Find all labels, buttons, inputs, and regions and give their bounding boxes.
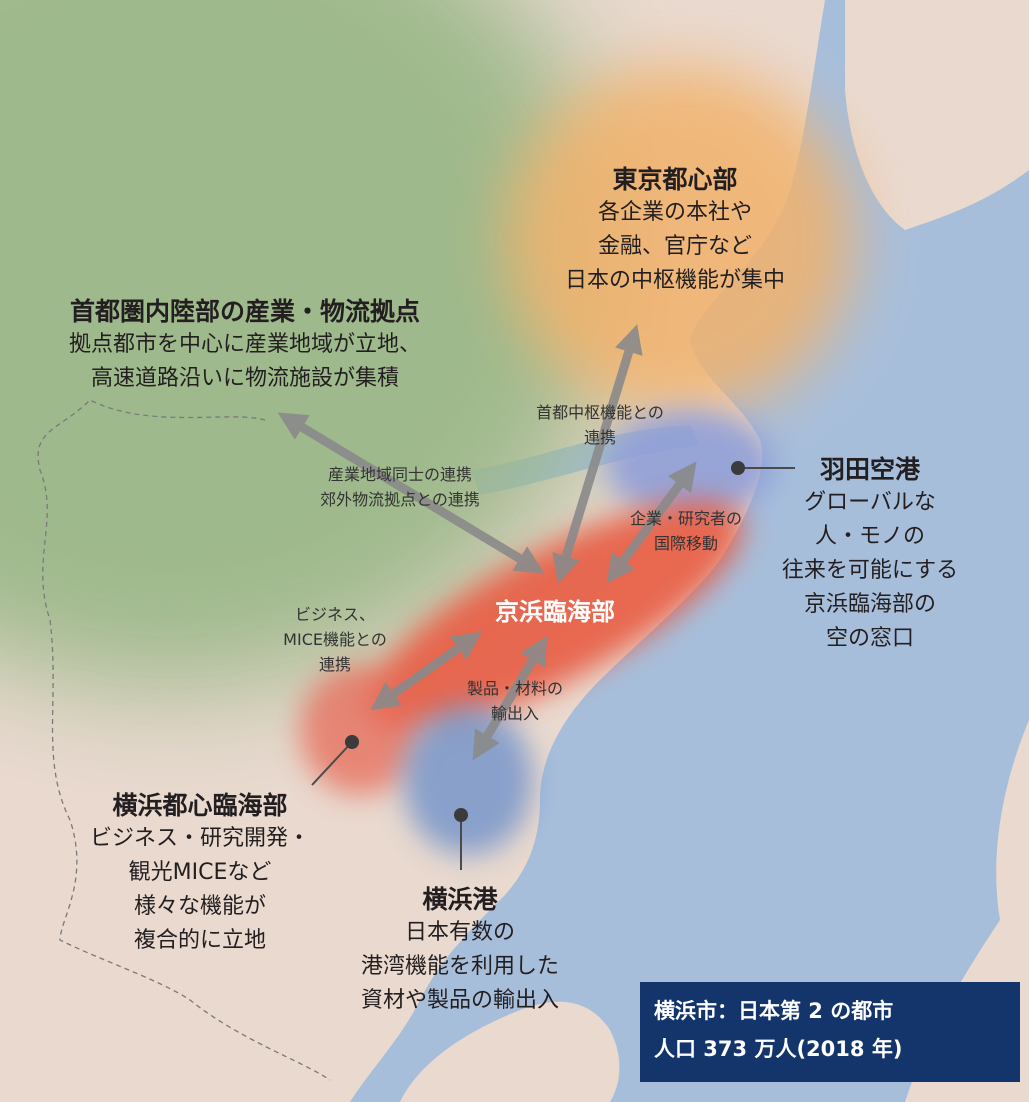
keihin-title: 京浜臨海部 <box>495 598 615 626</box>
yokohama-port-glow <box>403 705 533 855</box>
land-northeast <box>845 0 1029 230</box>
arrow-tokyo <box>552 324 643 584</box>
land-peninsula-tip <box>400 1001 620 1102</box>
yokohama-center-desc-1: ビジネス・研究開発・ <box>89 826 310 851</box>
yokohama-port-label: 横浜港 日本有数の 港湾機能を利用した 資材や製品の輸出入 <box>320 884 600 1018</box>
yokohama-port-desc-1: 日本有数の <box>404 920 515 945</box>
inland-title: 首都圏内陸部の産業・物流拠点 <box>69 297 420 326</box>
inland-connection-line-1: 産業地域同士の連携 <box>327 465 472 484</box>
yokohama-port-connection-line-1: 製品・材料の <box>466 679 563 698</box>
haneda-desc-5: 空の窓口 <box>825 626 914 651</box>
city-info-box: 横浜市：日本第 2 の都市 人口 373 万人(2018 年) <box>640 982 1020 1082</box>
city-boundary <box>37 399 331 1081</box>
city-info-line-2: 人口 373 万人(2018 年) <box>654 1037 903 1061</box>
yokohama-center-desc-4: 複合的に立地 <box>133 928 266 953</box>
inland-label: 首都圏内陸部の産業・物流拠点 拠点都市を中心に産業地域が立地、 高速道路沿いに物… <box>10 296 480 396</box>
yokohama-center-title: 横浜都心臨海部 <box>112 791 288 820</box>
tokyo-connection-line-1: 首都中枢機能との <box>536 403 664 422</box>
city-info-line-1: 横浜市：日本第 2 の都市 <box>654 999 894 1023</box>
arrow-inland <box>277 412 545 574</box>
haneda-desc-2: 人・モノの <box>814 524 925 549</box>
yokohama-port-connection-line-2: 輸出入 <box>490 704 539 723</box>
yokohama-port-desc-2: 港湾機能を利用した <box>360 954 559 979</box>
haneda-label: 羽田空港 グローバルな 人・モノの 往来を可能にする 京浜臨海部の 空の窓口 <box>770 454 970 656</box>
yokohama-port-desc-3: 資材や製品の輸出入 <box>360 988 559 1013</box>
haneda-connection-line-1: 企業・研究者の <box>629 509 742 528</box>
haneda-connection-label: 企業・研究者の 国際移動 <box>596 506 776 556</box>
inland-connection-label: 産業地域同士の連携 郊外物流拠点との連携 <box>280 462 520 512</box>
haneda-desc-1: グローバルな <box>804 490 936 515</box>
haneda-desc-4: 京浜臨海部の <box>803 592 936 617</box>
yokohama-port-title: 横浜港 <box>422 885 498 914</box>
arrow-haneda <box>606 461 697 584</box>
haneda-dot <box>731 461 745 475</box>
yokohama-center-desc-2: 観光MICEなど <box>128 860 272 885</box>
haneda-connection-line-2: 国際移動 <box>653 534 718 553</box>
haneda-title: 羽田空港 <box>819 455 920 484</box>
yokohama-center-connection-line-3: 連携 <box>318 655 351 674</box>
inland-connection-line-2: 郊外物流拠点との連携 <box>320 490 480 509</box>
tokyo-connection-line-2: 連携 <box>583 428 616 447</box>
tokyo-desc-3: 日本の中枢機能が集中 <box>564 268 785 293</box>
yokohama-center-connection-label: ビジネス、 MICE機能との 連携 <box>255 602 415 677</box>
yokohama-center-label: 横浜都心臨海部 ビジネス・研究開発・ 観光MICEなど 様々な機能が 複合的に立… <box>50 790 350 958</box>
arrow-yokohama-port <box>472 635 548 761</box>
inland-desc-2: 高速道路沿いに物流施設が集積 <box>90 366 399 391</box>
yokohama-center-leader <box>311 741 353 786</box>
tokyo-desc-1: 各企業の本社や <box>597 200 752 225</box>
yokohama-center-dot <box>345 735 359 749</box>
arrow-yokohama-center <box>370 631 482 711</box>
yokohama-port-connection-label: 製品・材料の 輸出入 <box>440 676 590 726</box>
yokohama-center-connection-line-2: MICE機能との <box>283 630 387 649</box>
tokyo-desc-2: 金融、官庁など <box>597 234 752 259</box>
yokohama-port-dot <box>454 808 468 822</box>
tokyo-label: 東京都心部 各企業の本社や 金融、官庁など 日本の中枢機能が集中 <box>540 164 810 298</box>
yokohama-center-desc-3: 様々な機能が <box>133 894 266 919</box>
tokyo-title: 東京都心部 <box>612 165 738 194</box>
yokohama-center-connection-line-1: ビジネス、 <box>294 605 375 624</box>
inland-desc-1: 拠点都市を中心に産業地域が立地、 <box>68 332 421 357</box>
haneda-desc-3: 往来を可能にする <box>781 558 959 583</box>
tokyo-connection-label: 首都中枢機能との 連携 <box>505 400 695 450</box>
